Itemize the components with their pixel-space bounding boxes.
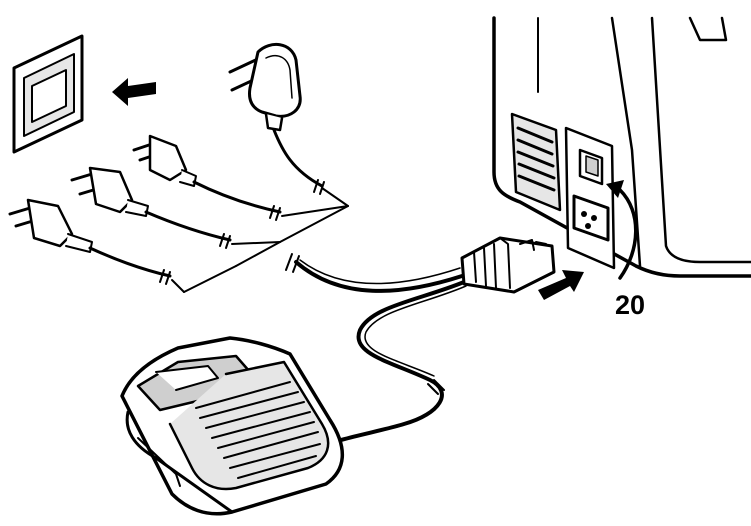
power-cord [285,253,464,293]
power-socket[interactable] [572,194,610,242]
power-plug-c [8,198,172,285]
power-plug-b [70,166,232,249]
foot-controller-cord [316,280,467,450]
arrow-switch-on-icon [606,180,638,280]
plug-group-bracket [171,187,349,293]
foot-controller [120,336,345,516]
wall-outlet [12,34,84,154]
power-plug-a [132,134,282,221]
sewing-machine-body [492,16,751,278]
machine-connector-plug [460,236,556,294]
arrow-left-icon [112,78,156,106]
ventilation-grille [510,112,562,212]
callout-number: 20 [614,290,646,320]
arrow-insert-icon [538,270,584,300]
ac-adapter [228,43,325,195]
power-switch[interactable] [578,148,604,186]
